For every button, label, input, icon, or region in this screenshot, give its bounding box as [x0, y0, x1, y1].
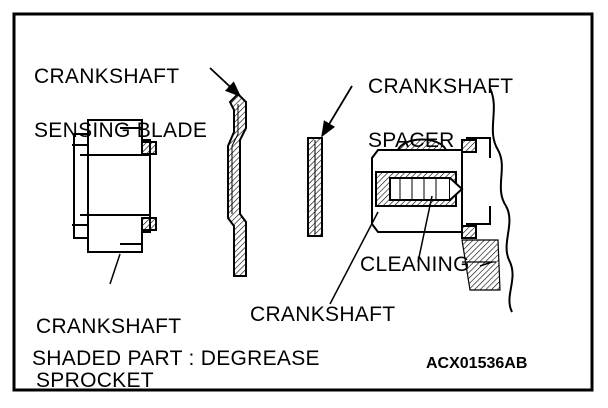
label-spacer-line2: SPACER — [368, 129, 455, 152]
label-sprocket: CRANKSHAFT SPROCKET — [36, 282, 181, 408]
figure-code: ACX01536AB — [426, 355, 528, 372]
label-sensing-blade-line2: SENSING BLADE — [34, 119, 208, 142]
sprocket-leader-line — [109, 253, 121, 285]
sensing-blade-arrow — [209, 67, 242, 98]
crankshaft-sensing-blade — [227, 92, 247, 277]
cleaning-leader-line — [417, 195, 433, 263]
diagram-border — [12, 12, 594, 392]
crankshaft-leader-line — [329, 211, 379, 305]
crankshaft-sprocket — [72, 119, 157, 253]
label-spacer-line1: CRANKSHAFT — [368, 75, 514, 98]
label-sprocket-line1: CRANKSHAFT — [36, 315, 182, 338]
label-sensing-blade-line1: CRANKSHAFT — [34, 65, 180, 88]
label-crankshaft: CRANKSHAFT — [250, 303, 396, 326]
label-sensing-blade: CRANKSHAFT SENSING BLADE — [34, 32, 207, 158]
footer-note: SHADED PART : DEGREASE — [32, 347, 320, 370]
spacer-arrow — [321, 85, 353, 138]
label-cleaning: CLEANING — [360, 253, 470, 276]
label-spacer: CRANKSHAFT SPACER — [368, 42, 513, 168]
label-sprocket-line2: SPROCKET — [36, 369, 154, 392]
cleaning-bracket-line — [479, 261, 493, 267]
crankshaft-spacer — [307, 137, 323, 237]
